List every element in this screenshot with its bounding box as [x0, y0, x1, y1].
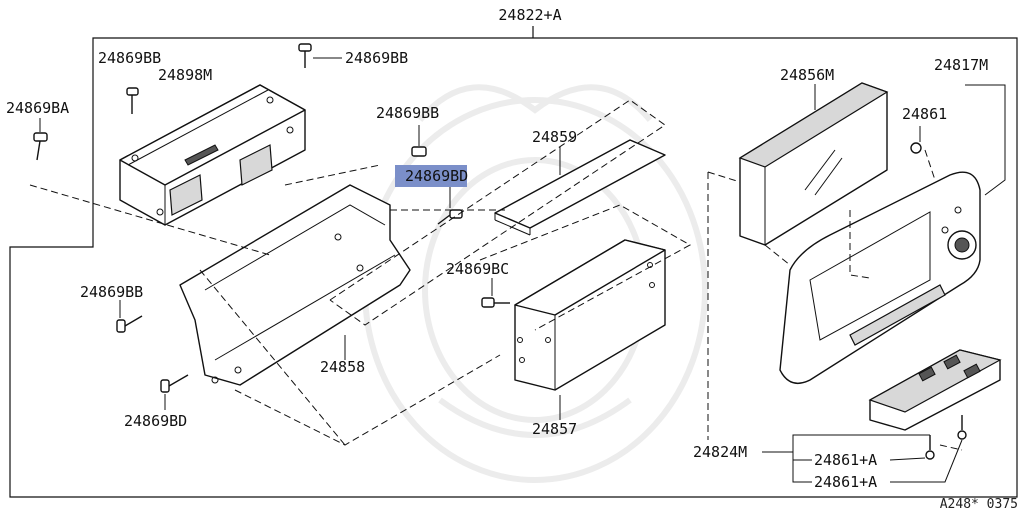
clip-24861 [910, 126, 922, 154]
label-24859: 24859 [532, 128, 577, 146]
leader-24861a-tip2 [890, 439, 963, 483]
leader-24861a-tip1 [889, 457, 926, 461]
label-24824m: 24824M [693, 443, 747, 461]
part-24817m-bezel [779, 84, 1006, 384]
part-24857-housing [514, 239, 666, 420]
label-24869bc: 24869BC [446, 260, 509, 278]
label-24856m: 24856M [780, 66, 834, 84]
label-24857: 24857 [532, 420, 577, 438]
clip-24861a-1 [925, 435, 935, 460]
leader-24824m-up [792, 434, 930, 452]
part-24824m-switch [868, 349, 1002, 431]
screw-24869bb-top [298, 43, 342, 68]
screw-24869bb-mid [411, 125, 427, 157]
screw-24869bb-left [126, 87, 139, 114]
label-24869bb-low: 24869BB [80, 283, 143, 301]
highlight-box [395, 165, 467, 187]
label-24861a-2: 24861+A [814, 473, 877, 491]
part-24898m-unit [119, 84, 306, 226]
part-24859-plate [494, 139, 666, 236]
part-24858-bracket [179, 184, 411, 386]
screw-24869bc [481, 278, 510, 308]
label-24822a: 24822+A [498, 6, 561, 24]
label-24861a-1: 24861+A [814, 451, 877, 469]
label-24817m: 24817M [934, 56, 988, 74]
screw-24869ba [33, 118, 48, 161]
clip-24861a-2 [957, 415, 967, 440]
label-24858: 24858 [320, 358, 365, 376]
label-24869bd-low: 24869BD [124, 412, 187, 430]
label-24869bb-top-right: 24869BB [345, 49, 408, 67]
screw-24869bd-low [160, 374, 189, 410]
leader-24824m [762, 451, 812, 483]
exploded-dashed-lines [29, 99, 963, 451]
label-24898m: 24898M [158, 66, 212, 84]
part-24856m-lens [738, 82, 889, 246]
label-24869bb-mid: 24869BB [376, 104, 439, 122]
footer-code: A248* 0375 [940, 497, 1018, 511]
label-24869ba: 24869BA [6, 99, 69, 117]
label-24869bd-highlight[interactable]: 24869BD [405, 167, 468, 185]
label-24869bb-top-left: 24869BB [98, 49, 161, 67]
screw-24869bb-low [116, 300, 143, 333]
label-24861: 24861 [902, 105, 947, 123]
assembly-boundary [9, 26, 1018, 498]
